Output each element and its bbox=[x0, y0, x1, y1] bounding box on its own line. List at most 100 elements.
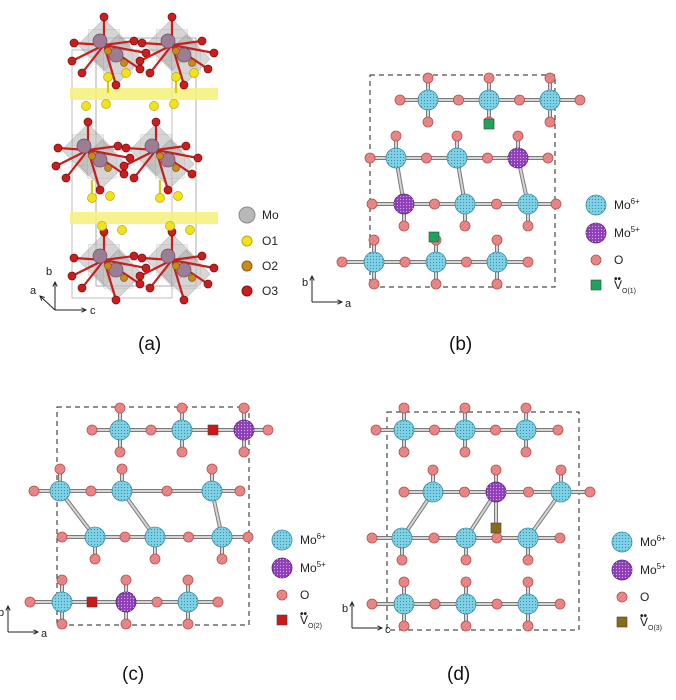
o3-atom bbox=[209, 263, 219, 273]
o3-atom bbox=[203, 64, 213, 74]
atom-texture bbox=[486, 482, 506, 502]
axis-arrowhead bbox=[377, 625, 384, 631]
oxygen-hatch bbox=[146, 425, 156, 435]
o3-atom bbox=[145, 283, 155, 293]
o2-atom bbox=[104, 47, 112, 55]
o3-atom bbox=[197, 251, 207, 261]
legend-o2-label: O2 bbox=[262, 259, 278, 273]
unit-cell-box bbox=[369, 74, 556, 288]
panel-d-lattice: Mo6+Mo5+OVO(3)••bc bbox=[342, 402, 666, 636]
o1-atom bbox=[149, 101, 159, 111]
oxygen-hatch bbox=[514, 95, 525, 105]
bond-stick bbox=[171, 258, 215, 270]
axis-arrowhead bbox=[52, 280, 58, 287]
atom-texture bbox=[551, 482, 571, 502]
oxygen-hatch bbox=[431, 279, 441, 289]
atom-texture bbox=[487, 252, 507, 272]
axis-arrowhead bbox=[81, 307, 88, 313]
o3-atom bbox=[151, 117, 161, 127]
o3-atom bbox=[77, 283, 87, 293]
o1-atom bbox=[97, 221, 107, 231]
oxygen-hatch bbox=[491, 199, 502, 209]
atom-texture bbox=[447, 148, 467, 168]
axis-label-a: a bbox=[30, 285, 37, 297]
oxygen-hatch bbox=[523, 257, 533, 267]
oxygen-hatch bbox=[243, 532, 253, 542]
oxygen-hatch bbox=[399, 577, 409, 587]
atom-texture bbox=[234, 420, 254, 440]
o1-atom bbox=[101, 99, 111, 109]
bond-stick bbox=[149, 259, 173, 289]
atom-texture bbox=[110, 420, 130, 440]
oxygen-hatch bbox=[551, 199, 561, 209]
unit-cell-box bbox=[56, 406, 250, 626]
atom-texture bbox=[394, 594, 414, 614]
oxygen-hatch bbox=[239, 403, 249, 413]
mo-atom bbox=[92, 248, 108, 264]
oxygen-hatch bbox=[90, 554, 100, 564]
bond-stick bbox=[155, 144, 187, 152]
oxygen-hatch bbox=[399, 487, 409, 497]
oxygen-hatch bbox=[400, 257, 410, 267]
oxygen-hatch bbox=[391, 131, 401, 141]
oxygen-hatch bbox=[492, 533, 502, 543]
panel-b-lattice: Mo6+Mo5+OVO(1)••ba bbox=[302, 72, 640, 310]
unit-cell-outline-back bbox=[71, 49, 173, 299]
o3-atom bbox=[99, 12, 109, 22]
interlayer-plane bbox=[70, 212, 218, 224]
mo-atom bbox=[108, 262, 124, 278]
legend-mo-atom bbox=[238, 206, 256, 224]
bond-stick bbox=[103, 254, 135, 262]
oxygen-vacancy bbox=[86, 596, 98, 608]
panel-label-a: (a) bbox=[138, 334, 161, 355]
oxygen-hatch bbox=[453, 95, 464, 105]
oxygen-hatch bbox=[460, 403, 470, 413]
o3-atom bbox=[69, 38, 79, 48]
atom-texture bbox=[518, 528, 538, 548]
o3-atom bbox=[51, 161, 61, 171]
bond-stick bbox=[87, 144, 119, 152]
o3-atom bbox=[179, 80, 189, 90]
bond-stick bbox=[81, 259, 105, 289]
oxygen-hatch bbox=[183, 532, 194, 542]
mo-atom bbox=[92, 33, 108, 49]
o3-atom bbox=[167, 12, 177, 22]
o3-atom bbox=[111, 80, 121, 90]
oxygen-hatch bbox=[545, 73, 555, 83]
oxygen-hatch bbox=[430, 599, 440, 609]
o3-atom bbox=[69, 253, 79, 263]
oxygen-hatch bbox=[460, 221, 470, 231]
o1-atom bbox=[169, 99, 179, 109]
o3-atom bbox=[209, 48, 219, 58]
legend-o1-atom bbox=[241, 235, 253, 247]
oxygen-hatch bbox=[397, 555, 407, 565]
o3-atom bbox=[187, 169, 197, 179]
panel-label-b: (b) bbox=[449, 334, 472, 355]
o3-atom bbox=[129, 173, 139, 183]
atom-texture bbox=[112, 481, 132, 501]
oxygen-hatch bbox=[545, 117, 555, 127]
o3-atom bbox=[129, 251, 139, 261]
oxygen-hatch bbox=[213, 597, 223, 607]
axis-label-up: b bbox=[302, 277, 308, 289]
oxygen-hatch bbox=[523, 487, 534, 497]
atom-texture bbox=[479, 90, 499, 110]
o1-atom bbox=[165, 221, 175, 231]
legend-mo6-label: Mo6+ bbox=[300, 532, 326, 547]
oxygen-hatch bbox=[365, 153, 375, 163]
mo-atom bbox=[176, 47, 192, 63]
oxygen-hatch bbox=[490, 425, 501, 435]
legend-mo5-label: Mo5+ bbox=[614, 225, 640, 240]
oxygen-hatch bbox=[523, 221, 533, 231]
oxygen-hatch bbox=[555, 599, 565, 609]
oxygen-hatch bbox=[57, 575, 67, 585]
bond-stick bbox=[103, 39, 135, 47]
axis-label-right: a bbox=[345, 298, 352, 310]
o2-atom bbox=[172, 262, 180, 270]
legend-o2-atom bbox=[241, 260, 253, 272]
bond-stick bbox=[81, 44, 105, 74]
oxygen-hatch bbox=[120, 532, 130, 542]
mo-atom bbox=[92, 152, 108, 168]
bond-stick bbox=[133, 149, 157, 179]
o3-atom bbox=[53, 143, 63, 153]
